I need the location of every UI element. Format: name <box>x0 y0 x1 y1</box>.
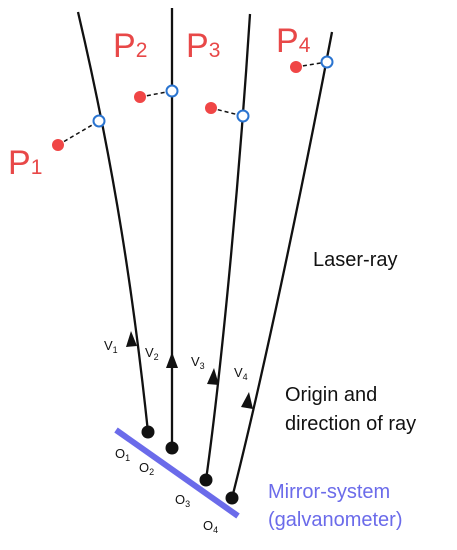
origin-direction-label-line2: direction of ray <box>285 413 416 435</box>
origin-label-2: O2 <box>139 460 154 477</box>
ray-3 <box>204 13 252 481</box>
mirror-system-label-line1: Mirror-system <box>268 481 390 503</box>
point-2 <box>134 91 146 103</box>
point-4 <box>290 61 302 73</box>
laser-ray-label: Laser-ray <box>313 249 397 271</box>
connector-2 <box>139 90 173 98</box>
connector-1 <box>57 120 100 146</box>
connector-3 <box>210 107 244 117</box>
mirror-bar <box>114 427 240 519</box>
vector-label-1: V1 <box>104 338 118 355</box>
connector-4 <box>295 61 328 68</box>
direction-arrow-3 <box>207 368 219 385</box>
ray-4 <box>230 31 334 499</box>
origin-dot-1 <box>141 425 155 439</box>
direction-arrow-2 <box>166 352 178 368</box>
origin-dot-4 <box>225 491 239 505</box>
hit-marker-4 <box>320 55 334 69</box>
hit-marker-1 <box>92 114 106 128</box>
point-1 <box>52 139 64 151</box>
vector-label-2: V2 <box>145 345 159 362</box>
hit-marker-2 <box>165 84 179 98</box>
point-label-4: P4 <box>276 22 311 60</box>
vector-label-4: V4 <box>234 365 248 382</box>
point-label-2: P2 <box>113 27 147 65</box>
point-3 <box>205 102 217 114</box>
vector-label-3: V3 <box>191 354 205 371</box>
direction-arrow-4 <box>241 392 253 409</box>
hit-marker-3 <box>236 109 250 123</box>
origin-dot-3 <box>199 473 213 487</box>
direction-arrow-1 <box>126 331 137 347</box>
point-label-1: P1 <box>8 144 42 182</box>
mirror-system-label-line2: (galvanometer) <box>268 509 403 531</box>
origin-label-3: O3 <box>175 492 190 509</box>
point-label-3: P3 <box>186 27 220 65</box>
origin-direction-label-line1: Origin and <box>285 384 377 406</box>
ray-1 <box>76 11 150 433</box>
origin-label-1: O1 <box>115 446 130 463</box>
origin-label-4: O4 <box>203 518 218 535</box>
origin-dot-2 <box>165 441 179 455</box>
